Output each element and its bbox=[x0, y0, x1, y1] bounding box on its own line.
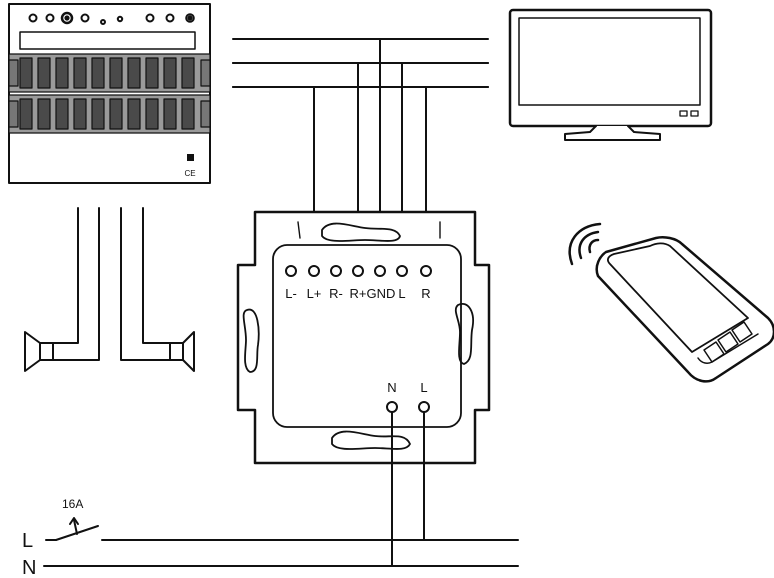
terminal-label: R+ bbox=[350, 286, 367, 301]
terminal-label: L bbox=[420, 380, 427, 395]
tv-monitor-icon bbox=[510, 10, 711, 140]
terminal-label: L bbox=[398, 286, 405, 301]
remote-control-icon bbox=[597, 237, 774, 381]
switch-rating-label: 16A bbox=[62, 497, 83, 511]
right-speaker-icon bbox=[170, 332, 194, 371]
terminal-label: R bbox=[421, 286, 430, 301]
left-speaker-icon bbox=[25, 332, 53, 371]
amplifier-power-led bbox=[187, 154, 194, 161]
wall-receiver-module bbox=[238, 212, 489, 463]
signal-waves-icon bbox=[570, 224, 600, 264]
terminal-label: N bbox=[387, 380, 396, 395]
terminal-label: L+ bbox=[307, 286, 322, 301]
wall-switch-icon bbox=[56, 518, 98, 540]
terminal-label: R- bbox=[329, 286, 343, 301]
ce-mark: CE bbox=[184, 169, 195, 178]
amplifier-module: CE bbox=[9, 4, 210, 183]
live-label: L bbox=[22, 530, 33, 552]
speaker-wires bbox=[53, 208, 170, 360]
terminal-label: L- bbox=[285, 286, 297, 301]
terminal-label: GND bbox=[367, 286, 396, 301]
neutral-label: N bbox=[22, 557, 36, 578]
